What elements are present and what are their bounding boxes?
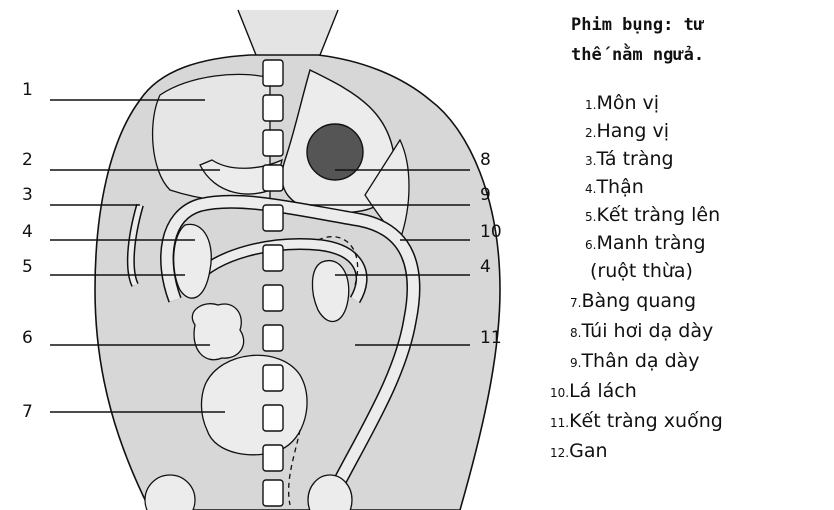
title-line-1: Phim bụng: tư bbox=[571, 10, 831, 40]
legend-item: 12.Gan bbox=[550, 440, 608, 464]
callout-1: 1 bbox=[22, 80, 33, 100]
bladder bbox=[201, 355, 307, 455]
legend-item: (ruột thừa) bbox=[590, 260, 693, 284]
legend-item: 1.Môn vị bbox=[585, 92, 659, 116]
callout-11: 11 bbox=[480, 328, 502, 348]
legend-item: 4.Thận bbox=[585, 176, 644, 200]
callout-4-left: 4 bbox=[22, 222, 33, 242]
legend-item: 8.Túi hơi dạ dày bbox=[570, 320, 713, 344]
callout-3: 3 bbox=[22, 185, 33, 205]
abdominal-xray-diagram: 1 2 3 4 5 6 7 8 9 10 4 11 bbox=[0, 0, 520, 510]
callout-4-right: 4 bbox=[480, 257, 491, 277]
gastric-air-bubble bbox=[307, 124, 363, 180]
legend-item: 11.Kết tràng xuống bbox=[550, 410, 723, 434]
legend-item: 10.Lá lách bbox=[550, 380, 637, 404]
callout-6: 6 bbox=[22, 328, 33, 348]
callout-10: 10 bbox=[480, 222, 502, 242]
neck bbox=[238, 10, 338, 60]
kidney-right bbox=[174, 224, 212, 298]
legend-item: 7.Bàng quang bbox=[570, 290, 696, 314]
cecum bbox=[192, 304, 243, 360]
legend-item: 6.Manh tràng bbox=[585, 232, 706, 256]
callout-7: 7 bbox=[22, 402, 33, 422]
legend-item: 3.Tá tràng bbox=[585, 148, 674, 172]
title-line-2: thế nằm ngửa. bbox=[571, 40, 831, 70]
legend-item: 2.Hang vị bbox=[585, 120, 669, 144]
callout-9: 9 bbox=[480, 185, 491, 205]
legend-item: 5.Kết tràng lên bbox=[585, 204, 720, 228]
callout-2: 2 bbox=[22, 150, 33, 170]
figure-title: Phim bụng: tư thế nằm ngửa. bbox=[571, 10, 831, 70]
callout-8: 8 bbox=[480, 150, 491, 170]
legend-item: 9.Thân dạ dày bbox=[570, 350, 700, 374]
callout-5: 5 bbox=[22, 257, 33, 277]
